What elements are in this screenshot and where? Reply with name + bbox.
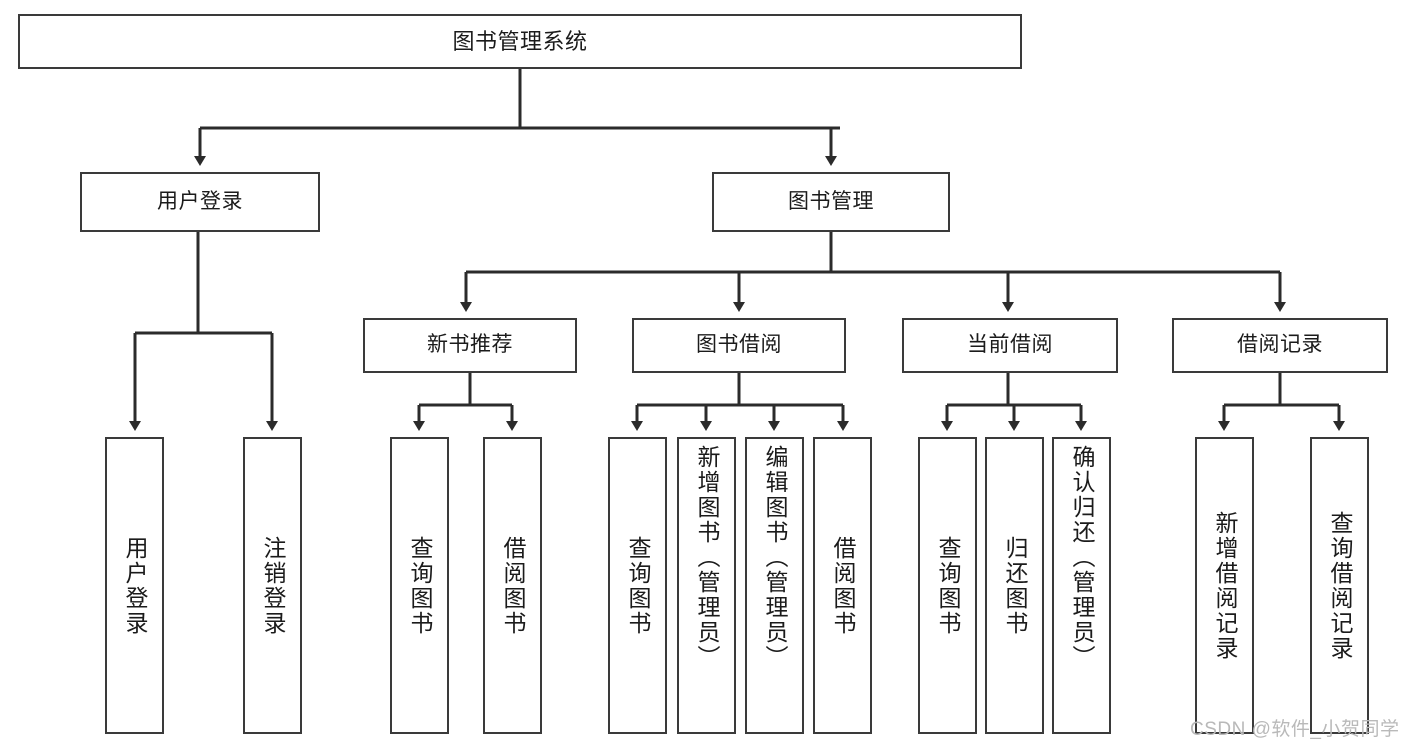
node-current-borrow[interactable]: 当前借阅: [902, 318, 1118, 373]
node-book-borrow-label: 图书借阅: [696, 333, 782, 357]
node-leaf-borrow-book-2-label: 借阅图书: [830, 535, 856, 636]
node-new-book-recommend-label: 新书推荐: [427, 333, 513, 357]
node-leaf-logout[interactable]: 注销登录: [243, 437, 302, 734]
node-new-book-recommend[interactable]: 新书推荐: [363, 318, 577, 373]
node-book-borrow[interactable]: 图书借阅: [632, 318, 846, 373]
node-leaf-user-login-label: 用户登录: [122, 535, 148, 636]
node-leaf-add-record[interactable]: 新增借阅记录: [1195, 437, 1254, 734]
node-book-manage-label: 图书管理: [788, 189, 874, 213]
node-leaf-borrow-book-1-label: 借阅图书: [500, 535, 526, 636]
csdn-watermark: CSDN @软件_小贺同学: [1190, 719, 1400, 740]
node-leaf-edit-book[interactable]: 编辑图书（管理员）: [745, 437, 804, 734]
node-leaf-query-book-2-label: 查询图书: [625, 535, 651, 636]
node-leaf-borrow-book-2[interactable]: 借阅图书: [813, 437, 872, 734]
node-root-label: 图书管理系统: [452, 28, 588, 54]
node-leaf-logout-label: 注销登录: [260, 535, 286, 636]
node-root[interactable]: 图书管理系统: [18, 14, 1022, 69]
node-leaf-confirm-return[interactable]: 确认归还（管理员）: [1052, 437, 1111, 734]
node-leaf-query-book-1-label: 查询图书: [407, 535, 433, 636]
node-leaf-query-record[interactable]: 查询借阅记录: [1310, 437, 1369, 734]
node-leaf-user-login[interactable]: 用户登录: [105, 437, 164, 734]
node-leaf-edit-book-label: 编辑图书（管理员）: [762, 445, 788, 670]
node-leaf-return-book[interactable]: 归还图书: [985, 437, 1044, 734]
node-book-manage[interactable]: 图书管理: [712, 172, 950, 232]
node-borrow-record-label: 借阅记录: [1237, 333, 1323, 357]
node-leaf-query-book-3-label: 查询图书: [935, 535, 961, 636]
node-borrow-record[interactable]: 借阅记录: [1172, 318, 1388, 373]
node-user-login[interactable]: 用户登录: [80, 172, 320, 232]
node-leaf-confirm-return-label: 确认归还（管理员）: [1069, 445, 1095, 670]
node-leaf-query-book-3[interactable]: 查询图书: [918, 437, 977, 734]
node-user-login-label: 用户登录: [157, 189, 243, 213]
node-leaf-query-book-1[interactable]: 查询图书: [390, 437, 449, 734]
node-leaf-add-book[interactable]: 新增图书（管理员）: [677, 437, 736, 734]
node-leaf-add-record-label: 新增借阅记录: [1212, 510, 1238, 661]
node-leaf-add-book-label: 新增图书（管理员）: [694, 445, 720, 670]
node-leaf-query-record-label: 查询借阅记录: [1327, 510, 1353, 661]
node-leaf-query-book-2[interactable]: 查询图书: [608, 437, 667, 734]
node-leaf-return-book-label: 归还图书: [1002, 535, 1028, 636]
node-leaf-borrow-book-1[interactable]: 借阅图书: [483, 437, 542, 734]
node-current-borrow-label: 当前借阅: [967, 333, 1053, 357]
